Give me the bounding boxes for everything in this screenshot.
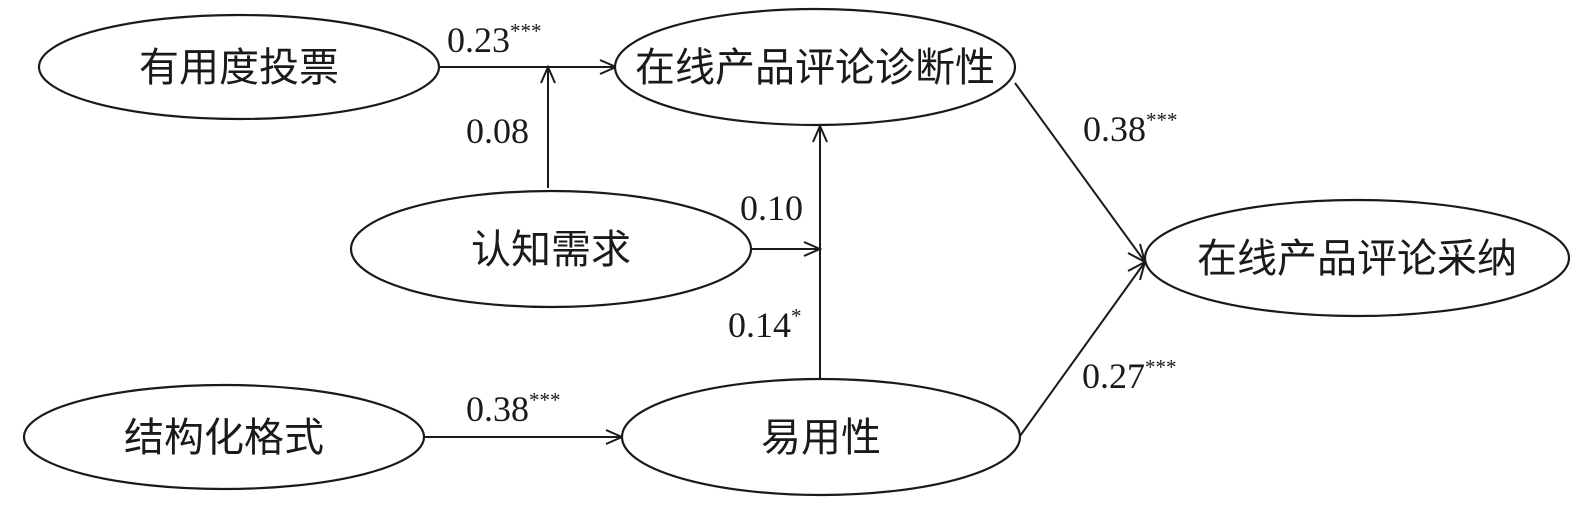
node-diagnosticity-label: 在线产品评论诊断性 <box>635 45 995 91</box>
coef-ease-to-diagnosticity: 0.14* <box>728 304 802 345</box>
node-adoption-label: 在线产品评论采纳 <box>1197 236 1517 282</box>
coef-diagnosticity-to-adoption: 0.38*** <box>1083 108 1178 149</box>
arrowhead-cognition-moderates-ease <box>803 241 823 257</box>
node-usefulness-votes-label: 有用度投票 <box>139 45 339 91</box>
node-ease-of-use: 易用性 <box>620 377 1022 497</box>
edge-diagnosticity-to-adoption <box>1014 82 1146 263</box>
coef-format-to-ease: 0.38*** <box>466 388 561 429</box>
node-structured-format-label: 结构化格式 <box>124 415 324 461</box>
node-usefulness-votes: 有用度投票 <box>37 13 441 121</box>
edge-ease-to-adoption <box>1019 261 1146 437</box>
node-ease-of-use-label: 易用性 <box>761 415 881 461</box>
coef-cognition-moderates-ease: 0.10 <box>740 188 803 228</box>
node-need-for-cognition: 认知需求 <box>349 189 753 309</box>
node-adoption: 在线产品评论采纳 <box>1143 198 1571 318</box>
node-need-for-cognition-label: 认知需求 <box>471 227 631 273</box>
coef-votes-to-diagnosticity: 0.23*** <box>447 19 542 60</box>
node-structured-format: 结构化格式 <box>22 383 426 491</box>
node-diagnosticity: 在线产品评论诊断性 <box>613 7 1017 127</box>
coef-cognition-moderates-votes: 0.08 <box>466 111 529 151</box>
arrowhead-cognition-moderates-votes <box>540 64 556 84</box>
coef-ease-to-adoption: 0.27*** <box>1082 355 1177 396</box>
